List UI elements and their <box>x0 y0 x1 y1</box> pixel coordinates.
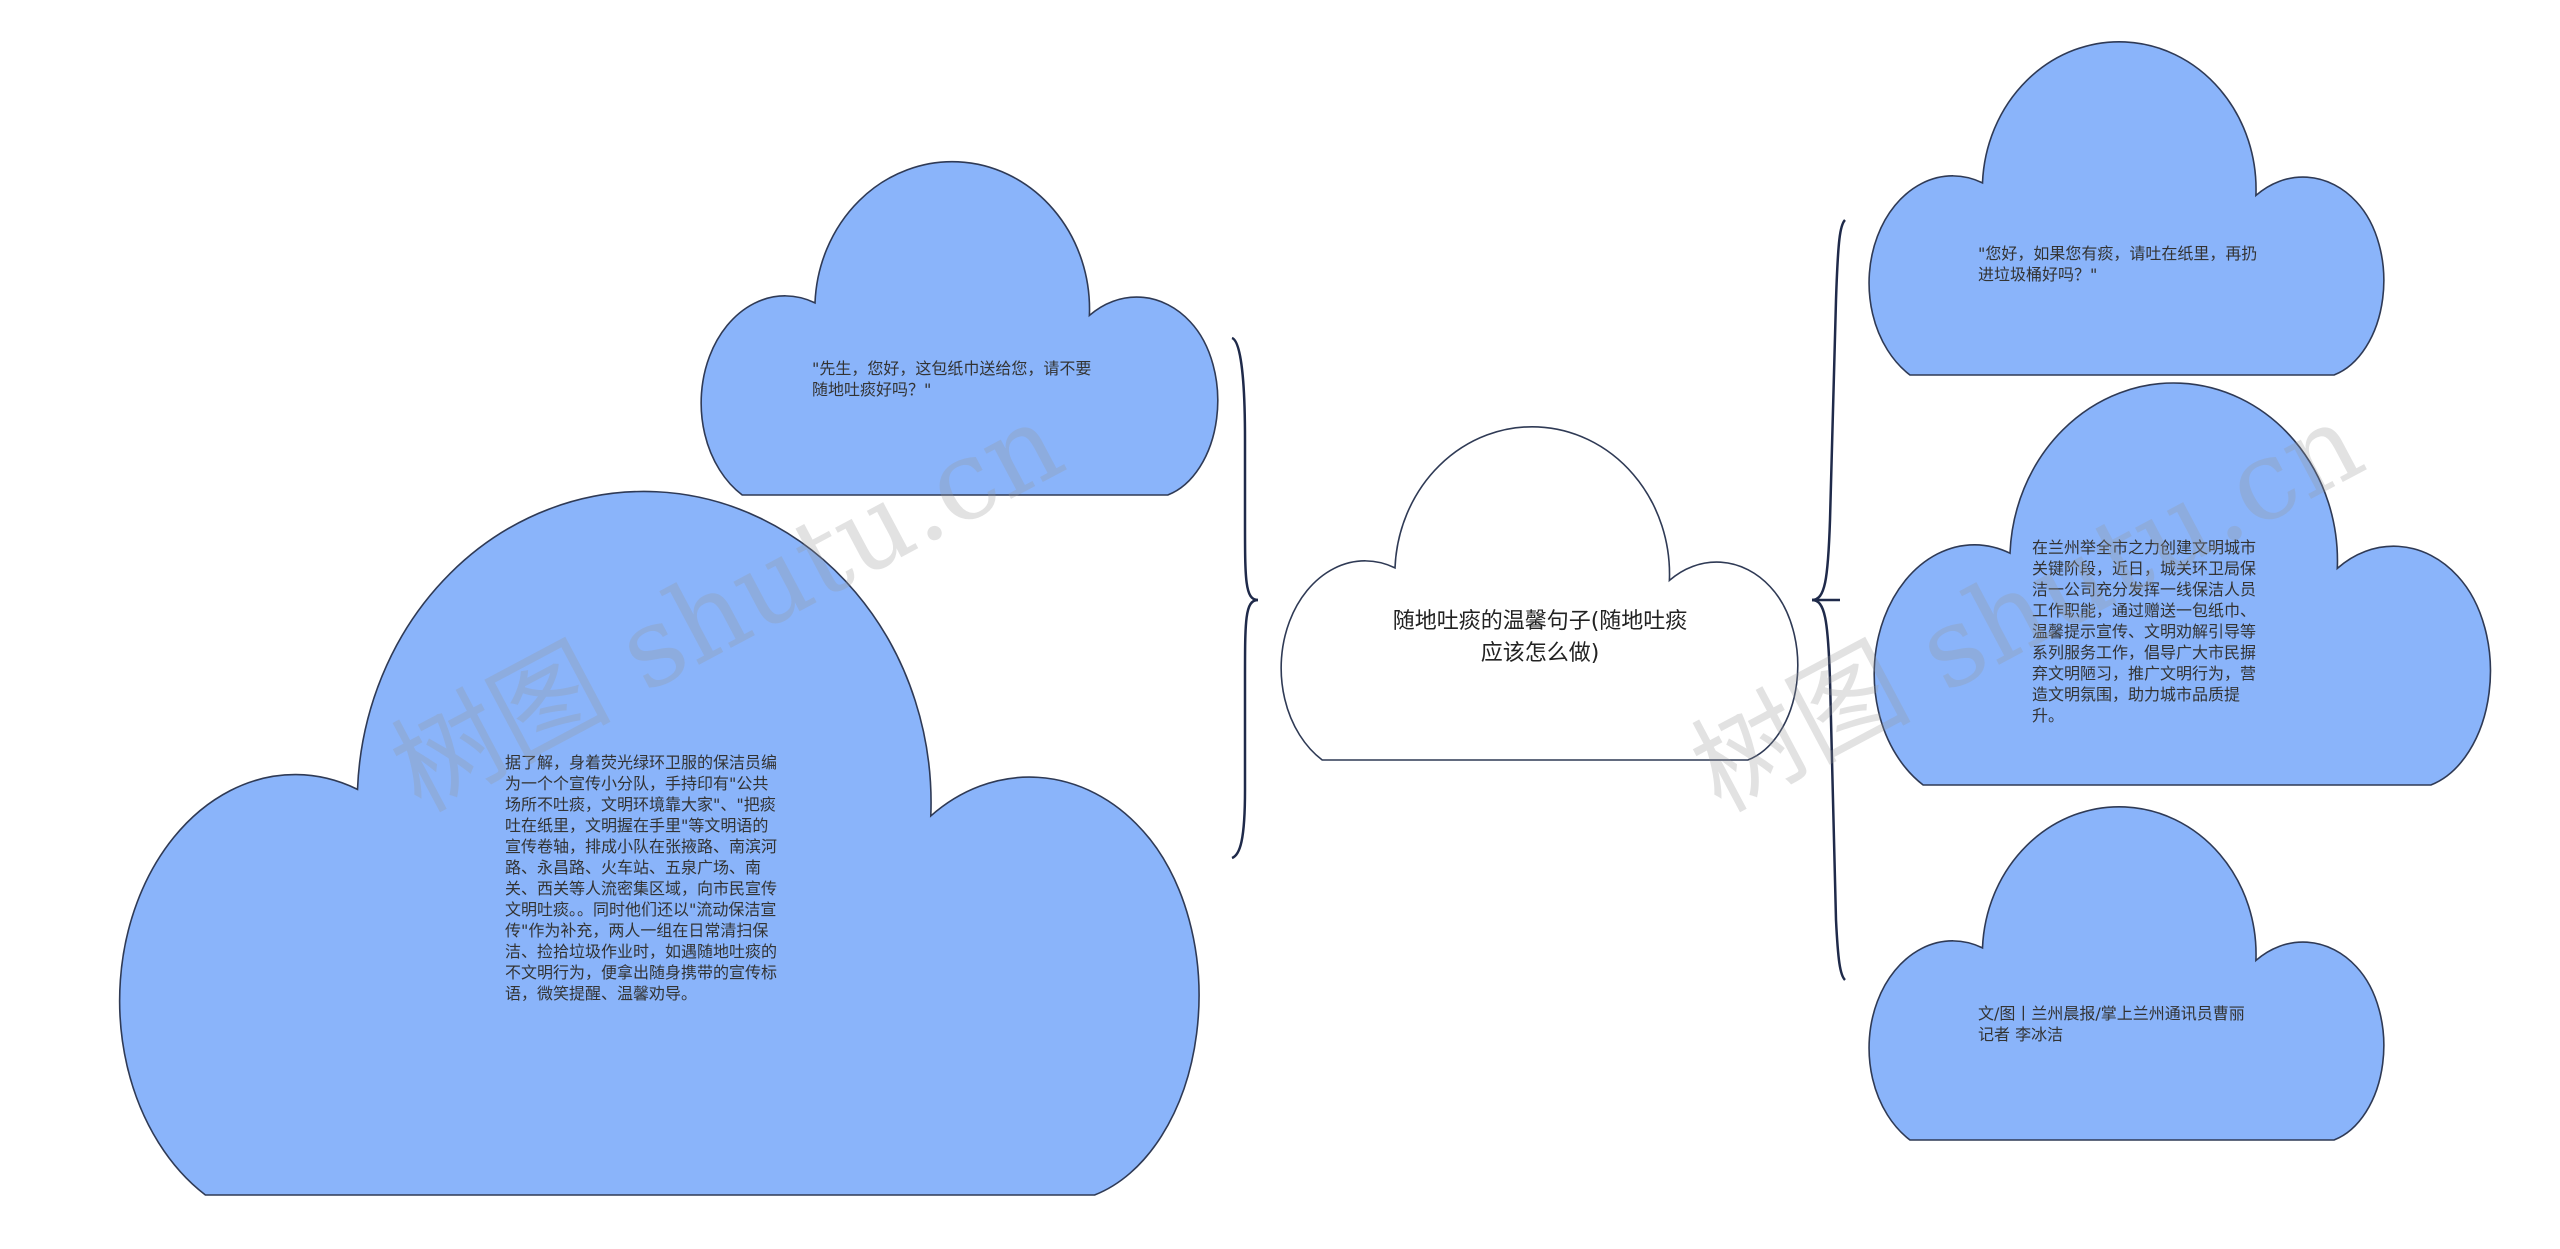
connectors <box>1231 219 1846 981</box>
center-topic-text[interactable]: 随地吐痰的温馨句子(随地吐痰应该怎么做) <box>1392 609 1688 666</box>
connector-left-top <box>1231 336 1259 602</box>
connector-right-top <box>1811 219 1846 602</box>
left-node-1-cloud[interactable] <box>700 160 1219 496</box>
right-node-1-cloud[interactable] <box>1868 40 2385 376</box>
right-node-3-text[interactable]: 文/图丨兰州晨报/掌上兰州通讯员曹丽 记者 李冰洁 <box>1978 1004 2245 1044</box>
connector-left-bottom <box>1231 598 1259 860</box>
right-node-1-text[interactable]: "您好，如果您有痰，请吐在纸里，再扔进垃圾桶好吗？" <box>1978 244 2258 284</box>
right-node-2-cloud[interactable] <box>1873 382 2492 786</box>
clouds <box>118 40 2492 1196</box>
left-node-2-cloud[interactable] <box>118 490 1200 1196</box>
left-node-2-text[interactable]: 据了解，身着荧光绿环卫服的保洁员编为一个个宣传小分队，手持印有"公共场所不吐痰，… <box>505 753 778 1003</box>
connector-right-bottom <box>1811 598 1846 981</box>
center-topic-cloud[interactable] <box>1280 425 1799 761</box>
right-node-2-text[interactable]: 在兰州举全市之力创建文明城市关键阶段，近日，城关环卫局保洁一公司充分发挥一线保洁… <box>2032 538 2257 725</box>
left-node-1-text[interactable]: "先生，您好，这包纸巾送给您，请不要随地吐痰好吗？" <box>812 359 1092 399</box>
right-node-3-cloud[interactable] <box>1868 805 2385 1141</box>
